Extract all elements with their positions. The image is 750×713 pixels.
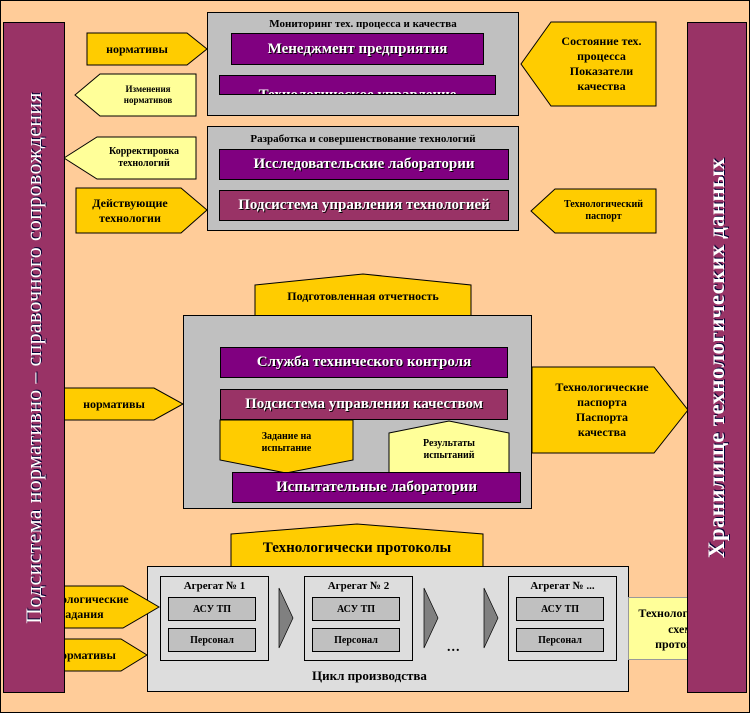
test-task-arrow: Задание на испытание xyxy=(219,419,354,474)
tech-protocols-arrow: Технологически протоколы xyxy=(230,523,484,569)
technology-development-panel: Разработка и совершенствование технологи… xyxy=(207,126,519,231)
passports-arrow: Технологические паспорта Паспорта качест… xyxy=(531,366,689,454)
process-state-label: Состояние тех. процесса Показатели качес… xyxy=(561,34,642,93)
test-results-arrow: Результаты испытаний xyxy=(388,420,510,474)
flow-chevron-icon xyxy=(278,587,294,649)
enterprise-management-bar: Менеджмент предприятия xyxy=(231,33,484,65)
right-sidebar-overlay: Хранилище технологических данных xyxy=(687,22,747,693)
quality-control-panel: Служба технического контроля Подсистема … xyxy=(183,315,532,509)
technological-management-bar: Технологическое управление xyxy=(219,75,496,95)
aggregate-apcs-item: АСУ ТП xyxy=(168,597,256,621)
tech-protocols-label: Технологически протоколы xyxy=(262,539,452,556)
research-labs-bar: Исследовательские лаборатории xyxy=(219,149,509,180)
aggregate-title: Агрегат № ... xyxy=(530,580,595,592)
process-state-arrow: Состояние тех. процесса Показатели качес… xyxy=(520,21,657,107)
production-cycle-label: Цикл производства xyxy=(312,668,427,683)
active-technologies-arrow: Действующие технологии xyxy=(75,187,208,234)
aggregate-card: Агрегат № 1 АСУ ТП Персонал xyxy=(160,576,269,661)
technology-panel-title: Разработка и совершенствование технологи… xyxy=(250,133,476,145)
testing-labs-bar: Испытательные лаборатории xyxy=(232,472,521,503)
aggregate-staff-item: Персонал xyxy=(312,628,400,652)
production-cycle-panel: Агрегат № 1 АСУ ТП Персонал Агрегат № 2 … xyxy=(147,566,629,692)
test-results-label: Результаты испытаний xyxy=(423,437,475,462)
tech-passport-arrow: Технологический паспорт xyxy=(530,188,657,234)
test-task-label: Задание на испытание xyxy=(261,430,312,455)
aggregate-staff-item: Персонал xyxy=(168,628,256,652)
right-sidebar-overlay-label: Хранилище технологических данных xyxy=(704,157,729,558)
active-technologies-label: Действующие технологии xyxy=(92,195,168,225)
quality-subsystem-bar: Подсистема управления качеством xyxy=(220,389,508,420)
normative-changes-arrow: Изменения нормативов xyxy=(74,73,197,117)
aggregate-staff-item: Персонал xyxy=(516,628,604,652)
monitoring-panel-title: Мониторинг тех. процесса и качества xyxy=(269,18,457,29)
tech-corrections-label: Корректировка технологий xyxy=(108,145,180,170)
left-sidebar-overlay-label: Подсистема нормативно – справочного сопр… xyxy=(21,91,46,624)
normatives-top-arrow: нормативы xyxy=(86,32,208,66)
aggregate-apcs-item: АСУ ТП xyxy=(516,597,604,621)
normatives-mid-arrow: нормативы xyxy=(63,387,185,421)
normatives-top-label: нормативы xyxy=(106,41,168,56)
flow-chevron-icon xyxy=(423,587,439,649)
aggregate-card: Агрегат № 2 АСУ ТП Персонал xyxy=(304,576,413,661)
prepared-reports-arrow: Подготовленная отчетность xyxy=(254,273,472,320)
passports-label: Технологические паспорта Паспорта качест… xyxy=(555,380,649,439)
technological-management-label: Технологическое управление xyxy=(258,87,457,95)
normative-changes-label: Изменения нормативов xyxy=(123,83,173,105)
left-sidebar-overlay: Подсистема нормативно – справочного сопр… xyxy=(3,22,65,693)
normatives-mid-label: нормативы xyxy=(83,396,145,411)
normatives-bottom-label: нормативы xyxy=(54,647,116,662)
ellipsis-label: ... xyxy=(447,640,461,655)
technology-subsystem-bar: Подсистема управления технологией xyxy=(219,190,509,221)
technical-control-bar: Служба технического контроля xyxy=(220,347,508,378)
tech-corrections-arrow: Корректировка технологий xyxy=(63,136,197,180)
aggregate-card: Агрегат № ... АСУ ТП Персонал xyxy=(508,576,617,661)
prepared-reports-label: Подготовленная отчетность xyxy=(287,288,439,303)
aggregate-apcs-item: АСУ ТП xyxy=(312,597,400,621)
aggregate-title: Агрегат № 2 xyxy=(327,580,390,592)
aggregate-title: Агрегат № 1 xyxy=(183,580,246,592)
tech-passport-label: Технологический паспорт xyxy=(564,198,643,223)
flow-chevron-icon xyxy=(483,587,499,649)
monitoring-panel: Мониторинг тех. процесса и качества Мене… xyxy=(207,12,519,116)
